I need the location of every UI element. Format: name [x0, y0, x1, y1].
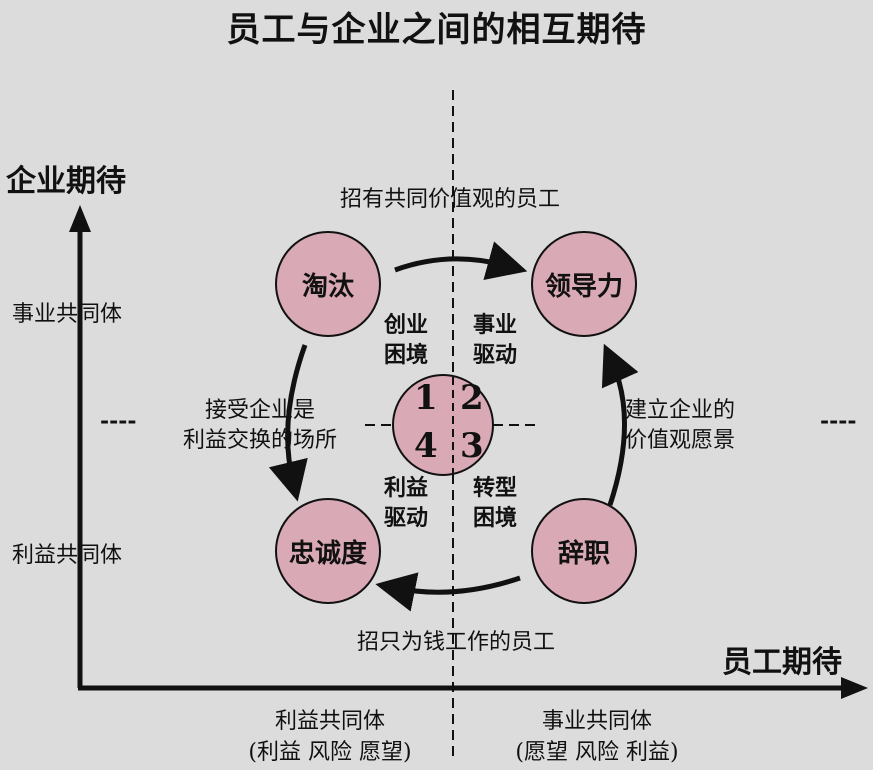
right-dash: ----: [820, 408, 857, 434]
quadrant-1-label: 创业 困境: [375, 310, 437, 370]
node-elimination: 淘汰: [275, 231, 381, 337]
arrow-top: [394, 241, 528, 280]
left-dash: ----: [100, 408, 137, 434]
y-upper-label: 事业共同体: [12, 302, 123, 327]
arrow-bottom: [375, 572, 521, 612]
x-axis-arrowhead: [841, 677, 868, 699]
y-axis-arrowhead: [69, 205, 91, 232]
quadrant-3-label: 转型 困境: [464, 473, 526, 533]
quadrant-3-line1: 转型: [472, 475, 517, 501]
quadrant-number-1: 1: [414, 378, 438, 418]
x-right-sublabel: (愿望 风险 利益): [515, 740, 679, 765]
left-arrow-caption-line2: 利益交换的场所: [182, 428, 337, 453]
node-leadership: 领导力: [531, 231, 637, 337]
quadrant-1-line1: 创业: [383, 312, 428, 338]
quadrant-2-line1: 事业: [472, 312, 517, 338]
quadrant-number-4: 4: [414, 426, 438, 466]
right-arrow-caption-line1: 建立企业的: [624, 398, 735, 423]
arrow-right: [601, 343, 639, 506]
top-arrow-caption: 招有共同价值观的员工: [339, 187, 560, 212]
quadrant-4-line2: 驱动: [383, 505, 428, 531]
diagram-title: 员工与企业之间的相互期待: [226, 10, 647, 50]
x-right-label: 事业共同体: [541, 709, 652, 734]
x-axis-title: 员工期待: [722, 645, 842, 680]
x-left-label: 利益共同体: [274, 709, 385, 734]
quadrant-number-3: 3: [460, 426, 484, 466]
left-arrow-caption-line1: 接受企业是: [204, 398, 315, 423]
quadrant-1-line2: 困境: [383, 342, 428, 368]
quadrant-3-line2: 困境: [472, 505, 517, 531]
quadrant-2-line2: 驱动: [472, 342, 517, 368]
x-left-sublabel: (利益 风险 愿望): [248, 740, 412, 765]
y-axis-title: 企业期待: [6, 164, 126, 199]
right-arrow-caption: 建立企业的 价值观愿景: [605, 396, 755, 456]
right-arrow-caption-line2: 价值观愿景: [624, 428, 735, 453]
bottom-arrow-caption: 招只为钱工作的员工: [356, 630, 555, 655]
node-resignation: 辞职: [531, 498, 637, 604]
quadrant-number-2: 2: [460, 378, 484, 418]
arrow-left: [268, 344, 308, 502]
quadrant-2-label: 事业 驱动: [464, 310, 526, 370]
quadrant-4-label: 利益 驱动: [375, 473, 437, 533]
quadrant-4-line1: 利益: [383, 475, 428, 501]
node-loyalty: 忠诚度: [275, 498, 381, 604]
left-arrow-caption: 接受企业是 利益交换的场所: [180, 396, 340, 456]
y-lower-label: 利益共同体: [12, 543, 123, 568]
center-circle: [392, 374, 494, 476]
